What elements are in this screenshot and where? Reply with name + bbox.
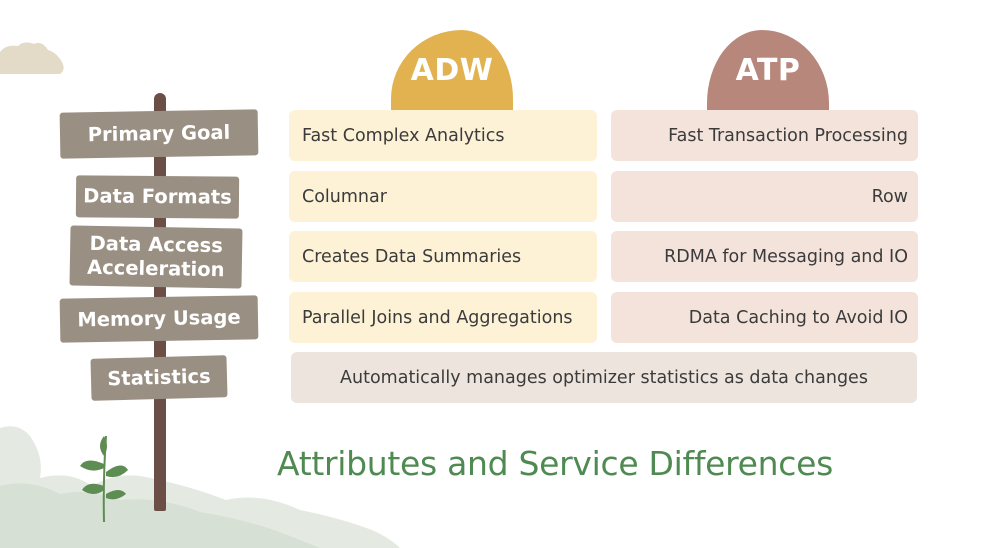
adw-cell-data-access: Creates Data Summaries xyxy=(289,231,597,282)
sign-primary-goal: Primary Goal xyxy=(59,109,259,159)
atp-cell-memory-usage: Data Caching to Avoid IO xyxy=(611,292,918,343)
cell-text: Creates Data Summaries xyxy=(302,246,522,267)
shared-cell-statistics: Automatically manages optimizer statisti… xyxy=(291,352,917,403)
atp-cell-data-formats: Row xyxy=(611,171,918,222)
sign-label-line1: Data Access xyxy=(89,231,224,257)
adw-header-label: ADW xyxy=(410,52,494,88)
sign-statistics: Statistics xyxy=(90,355,228,401)
sign-label: Primary Goal xyxy=(87,120,231,147)
cell-text: RDMA for Messaging and IO xyxy=(664,246,908,267)
cell-text: Row xyxy=(871,186,908,207)
cell-text: Fast Transaction Processing xyxy=(668,125,908,146)
slide-title: Attributes and Service Differences xyxy=(277,444,834,483)
sign-label: Memory Usage xyxy=(77,305,241,332)
sign-data-access-acceleration: Data Access Acceleration xyxy=(69,225,243,289)
plant-decoration xyxy=(80,435,128,523)
atp-cell-data-access: RDMA for Messaging and IO xyxy=(611,231,918,282)
sign-label: Statistics xyxy=(107,364,211,391)
cell-text: Automatically manages optimizer statisti… xyxy=(340,367,868,388)
hill-decoration xyxy=(0,483,320,548)
sign-label-line2: Acceleration xyxy=(86,255,225,282)
cell-text: Data Caching to Avoid IO xyxy=(688,307,908,328)
sign-memory-usage: Memory Usage xyxy=(59,295,259,343)
cell-text: Columnar xyxy=(302,186,387,207)
sign-data-formats: Data Formats xyxy=(75,175,240,219)
cloud-decoration xyxy=(0,42,64,74)
atp-header-label: ATP xyxy=(735,52,801,88)
atp-cell-primary-goal: Fast Transaction Processing xyxy=(611,110,918,161)
sign-label: Data Formats xyxy=(83,184,232,209)
cell-text: Parallel Joins and Aggregations xyxy=(302,307,573,328)
adw-cell-data-formats: Columnar xyxy=(289,171,597,222)
adw-cell-memory-usage: Parallel Joins and Aggregations xyxy=(289,292,597,343)
adw-cell-primary-goal: Fast Complex Analytics xyxy=(289,110,597,161)
cell-text: Fast Complex Analytics xyxy=(302,125,505,146)
